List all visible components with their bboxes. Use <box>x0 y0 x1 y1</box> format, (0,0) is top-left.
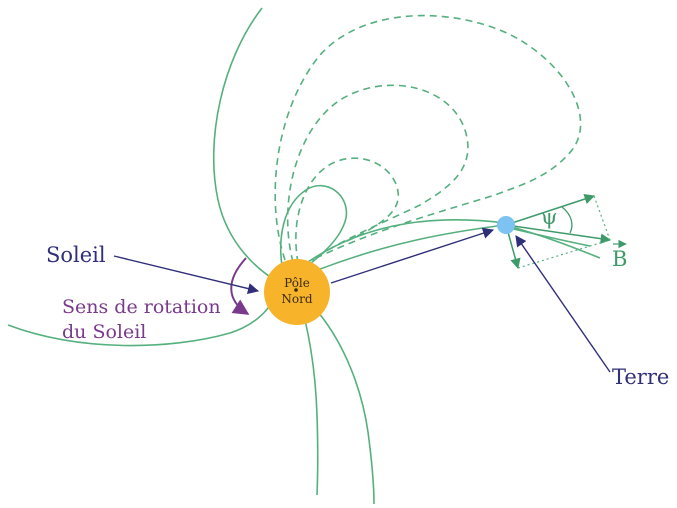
field-line-upper-arc <box>212 7 279 283</box>
field-line-lower-left <box>7 301 273 347</box>
vector-dotted-right <box>593 195 611 241</box>
rotation-label-line1: Sens de rotation <box>62 296 221 318</box>
rotation-arrow <box>230 257 250 315</box>
north-pole-marker <box>294 288 298 292</box>
field-line-small-loop <box>279 184 348 271</box>
rotation-label-line2: du Soleil <box>62 321 146 343</box>
field-line-lower-right <box>317 311 375 505</box>
nord-label: Nord <box>281 292 312 306</box>
field-line-beyond-earth-1 <box>504 224 601 259</box>
vector-b <box>505 224 612 244</box>
vector-radial <box>505 193 595 226</box>
vector-dotted-bottom <box>517 239 611 269</box>
field-line-to-earth-2 <box>314 224 506 272</box>
psi-label: ψ <box>541 205 557 229</box>
sun-earth-arrow <box>330 227 495 284</box>
earth <box>497 216 515 234</box>
terre-label: Terre <box>612 365 669 389</box>
field-line-dashed-middle <box>286 84 469 263</box>
field-line-to-earth-1 <box>307 219 506 263</box>
field-line-beyond-earth-2 <box>504 226 591 247</box>
psi-angle-arc <box>561 206 573 234</box>
sun <box>264 259 330 325</box>
soleil-pointer <box>113 255 260 295</box>
soleil-label: Soleil <box>46 243 106 267</box>
b-label: B <box>612 247 627 271</box>
field-line-lower-mid <box>304 319 319 496</box>
pole-label: Pôle <box>284 276 310 290</box>
field-line-dashed-inner <box>295 157 399 264</box>
field-line-dashed-outer <box>274 14 582 261</box>
terre-pointer <box>515 235 611 373</box>
